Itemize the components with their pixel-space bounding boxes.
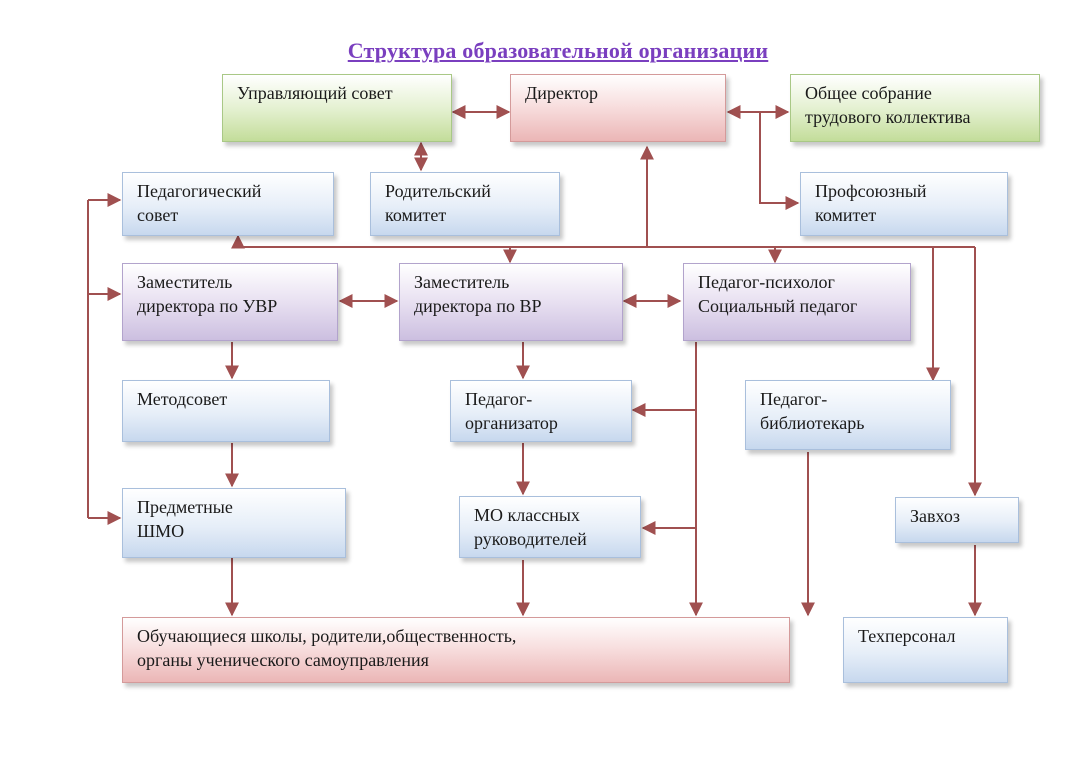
director-box: Директор (510, 74, 726, 142)
parent-committee-box: Родительский комитет (370, 172, 560, 236)
union-committee-box: Профсоюзный комитет (800, 172, 1008, 236)
governing-council-box: Управляющий совет (222, 74, 452, 142)
deputy-vr-box: Заместитель директора по ВР (399, 263, 623, 341)
pedagogical-council-box: Педагогический совет (122, 172, 334, 236)
class-teachers-mo-box: МО классных руководителей (459, 496, 641, 558)
organizer-box: Педагог- организатор (450, 380, 632, 442)
students-box: Обучающиеся школы, родители,общественнос… (122, 617, 790, 683)
page-title: Структура образовательной организации (347, 38, 769, 63)
method-council-box: Методсовет (122, 380, 330, 442)
deputy-uvr-box: Заместитель директора по УВР (122, 263, 338, 341)
librarian-box: Педагог- библиотекарь (745, 380, 951, 450)
supply-manager-box: Завхоз (895, 497, 1019, 543)
subject-mo-box: Предметные ШМО (122, 488, 346, 558)
psychologist-box: Педагог-психолог Социальный педагог (683, 263, 911, 341)
general-assembly-box: Общее собрание трудового коллектива (790, 74, 1040, 142)
tech-staff-box: Техперсонал (843, 617, 1008, 683)
